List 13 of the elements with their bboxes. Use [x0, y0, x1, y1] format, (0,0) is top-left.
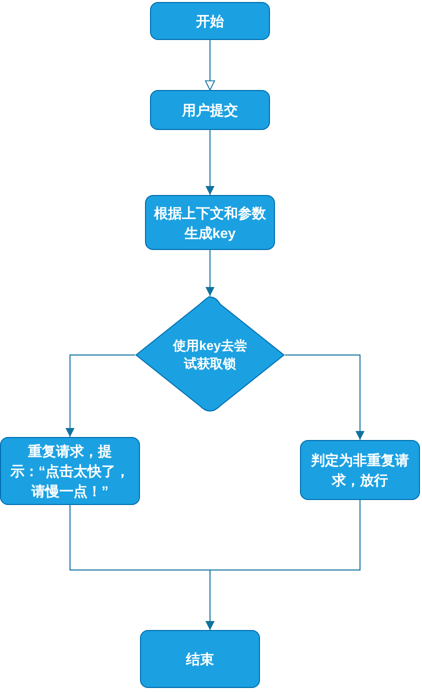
process-box: 开始	[150, 2, 270, 40]
arrow	[206, 500, 360, 630]
process-box: 判定为非重复请求，放行	[300, 440, 420, 500]
arrow	[66, 354, 136, 438]
process-box: 重复请求，提示：“点击太快了，请慢一点！”	[0, 437, 140, 505]
process-box: 根据上下文和参数生成key	[145, 195, 275, 250]
decision-diamond: 使用key去尝试获取锁	[135, 296, 285, 414]
arrow	[284, 354, 364, 440]
process-box: 用户提交	[150, 90, 270, 130]
process-box: 结束	[140, 630, 260, 688]
arrow	[206, 130, 214, 196]
arrow	[206, 250, 214, 296]
arrow	[204, 40, 216, 90]
